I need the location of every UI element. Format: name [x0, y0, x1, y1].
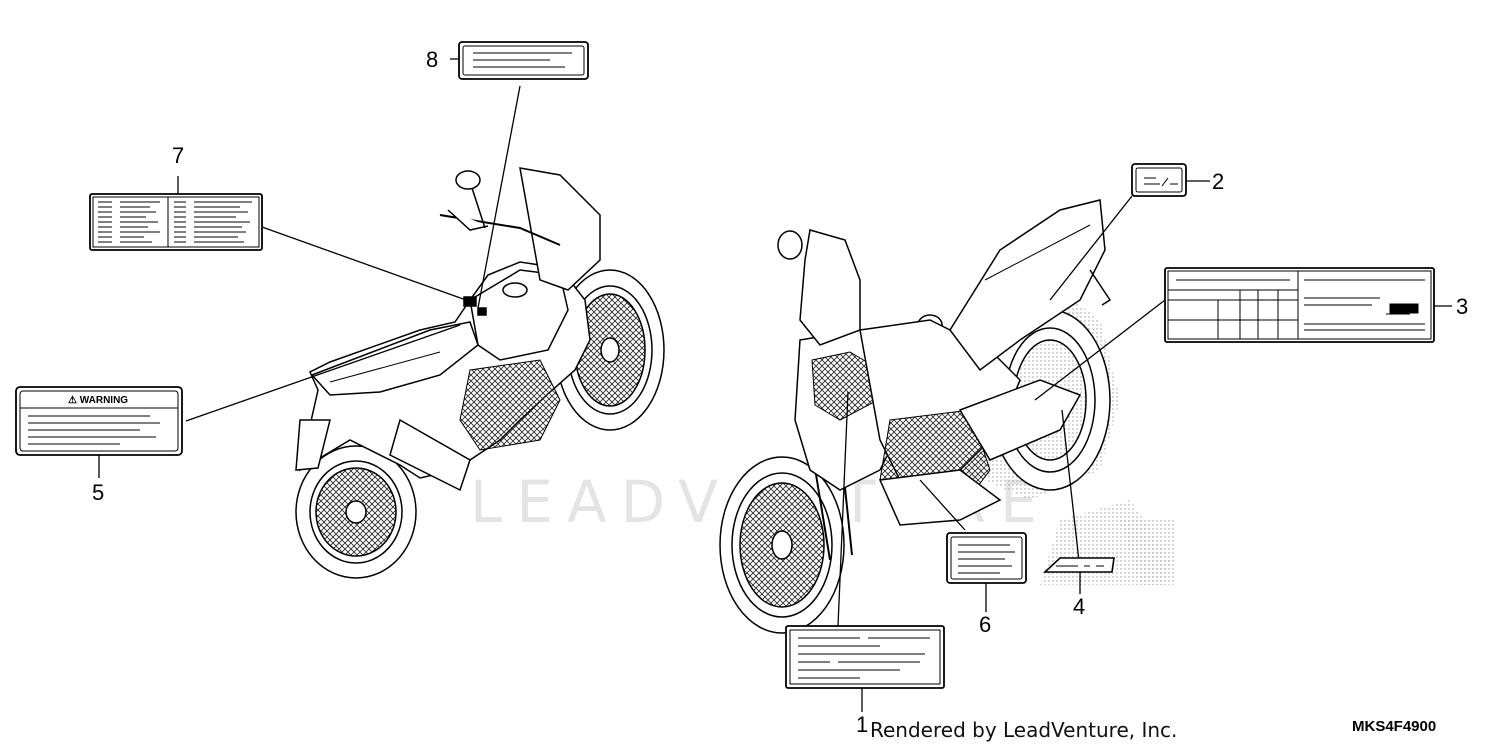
callout-5: 5 [92, 480, 104, 505]
label-1-illustration [785, 625, 945, 689]
callout-4: 4 [1073, 594, 1085, 619]
rendered-by-credit: Rendered by LeadVenture, Inc. [870, 718, 1178, 742]
callout-3: 3 [1456, 294, 1468, 319]
callout-2: 2 [1212, 169, 1224, 194]
callout-8: 8 [426, 47, 438, 72]
label-3-illustration [1164, 267, 1435, 343]
leader-lines [98, 58, 1452, 712]
diagram-part-code: MKS4F4900 [1352, 718, 1437, 735]
callout-7: 7 [172, 143, 184, 168]
motorcycle-left-view [295, 167, 665, 579]
callout-1: 1 [856, 712, 868, 737]
label-8-illustration [458, 41, 589, 80]
label-7-illustration [89, 193, 263, 251]
callout-6: 6 [979, 612, 991, 637]
motorcycle-right-view [719, 199, 1175, 634]
label-5-illustration [15, 386, 183, 456]
label-6-illustration [946, 532, 1027, 584]
label-4-illustration [1042, 557, 1115, 573]
warning-label-text: ⚠ WARNING [68, 395, 128, 406]
callout-numbers: 8 7 5 2 3 4 6 1 [92, 47, 1468, 737]
label-2-illustration [1131, 163, 1187, 197]
